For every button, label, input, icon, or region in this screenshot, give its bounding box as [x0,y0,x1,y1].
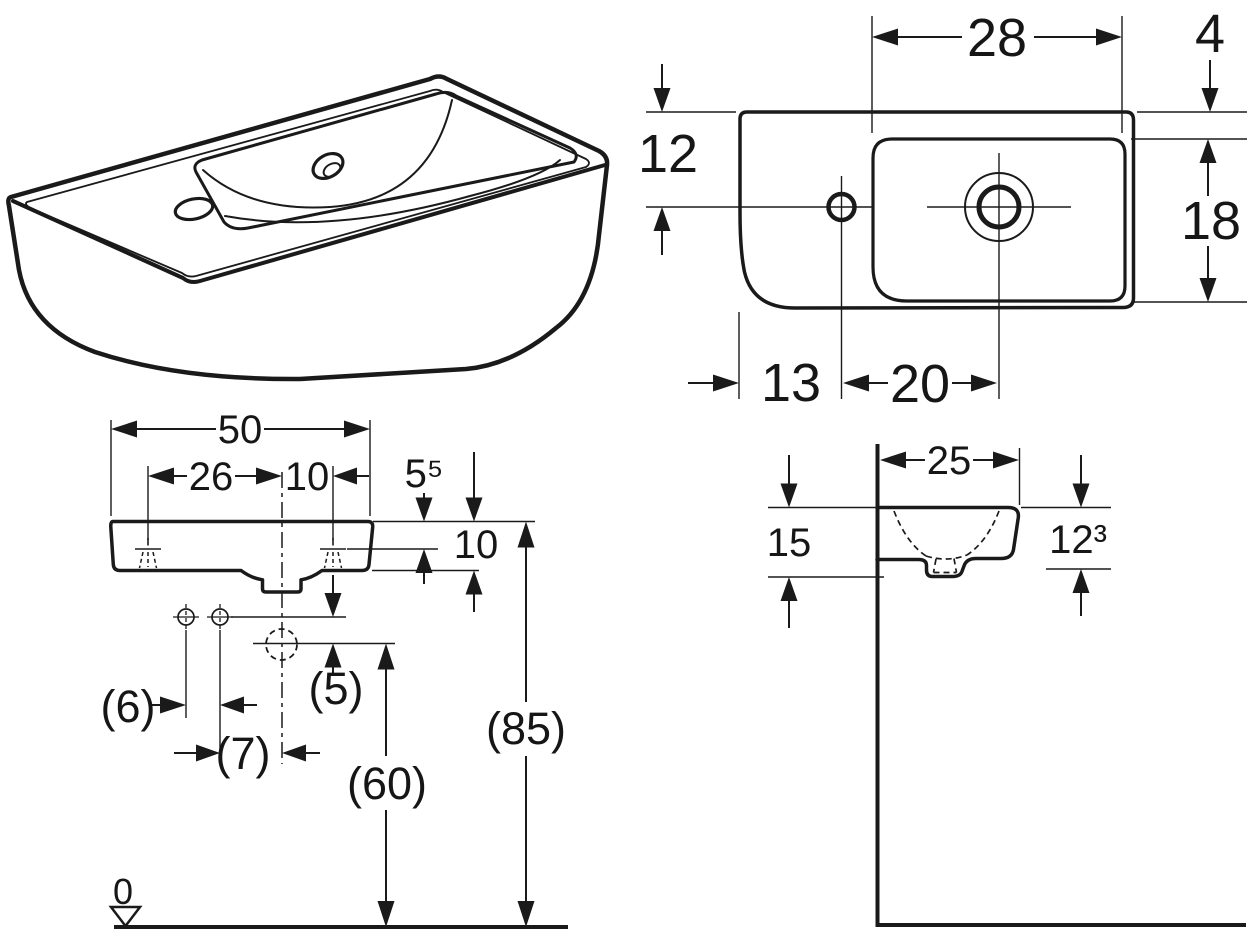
side-view: 25 15 12³ [767,439,1246,927]
tap-hole-symbol [173,196,215,222]
top-tap-hole-symbol [826,176,857,399]
dimension-depth: 25 [880,439,1021,505]
dimension-apron-height: 10 [454,452,499,612]
basin-body-outline [6,74,610,382]
drain-hole-symbol [311,151,345,181]
dimension-rim-to-fixing: 5⁵ [405,452,444,584]
top-basin-outline [738,110,1136,310]
top-bowl-outline [871,137,1127,303]
floor-level-triangle-icon [108,905,143,929]
perspective-view [6,74,610,382]
dim-label-supply-to-centre: (7) [216,728,271,779]
dimension-fixing-holes: 26 10 [147,455,369,540]
dimension-tap-to-drain: 20 [843,354,997,414]
dim-label-overall-width: 50 [218,408,263,452]
dim-label-fixing-hole-spacing: 26 [189,455,234,499]
dimension-bowl-depth: 18 [1131,138,1247,303]
dimension-tap-from-left: 13 [688,312,821,413]
front-view: 50 26 10 5⁵ 10 [101,408,568,929]
dimension-front-height: 15 [767,455,884,628]
floor-level-marker: 0 [108,871,143,929]
dimension-bowl-width: 28 [871,8,1123,133]
bowl-front-wall-curve [224,159,561,224]
top-drain-symbol [927,153,1071,399]
dimension-supply-to-centre: (7) [174,728,320,779]
floor-level-label: 0 [113,871,133,912]
fixing-hole-right [320,538,346,569]
dim-label-bowl-width: 28 [967,8,1027,68]
bowl-back-wall-curve [202,99,453,209]
dim-label-rear-edge: 4 [1195,4,1225,64]
dimension-tap-from-rear: 12 [638,64,872,255]
fixing-hole-left [135,538,161,569]
dim-label-tap-from-rear: 12 [638,124,698,184]
dim-label-trap-height: (60) [347,758,427,809]
rim-front-edge [11,163,607,284]
dim-label-tap-to-drain: 20 [890,354,950,414]
trap-symbol [253,628,395,661]
dimension-overall-width: 50 [110,408,371,516]
dimension-trap-height: (60) [347,643,427,927]
dim-label-bowl-depth: 18 [1181,191,1241,251]
dim-label-rim-to-fixing: 5⁵ [405,452,444,496]
rim-inner-line [25,88,590,278]
dim-label-rim-height: (85) [486,703,566,754]
supply-connection-left [173,604,199,718]
dim-label-tap-from-left: 13 [761,353,821,413]
dim-label-supply-spacing: (6) [101,681,156,732]
dim-label-front-edge-height: 12³ [1049,518,1107,562]
bowl-opening-outline [193,90,578,231]
supply-connection-right [207,604,233,764]
dimension-supply-spacing: (6) [101,681,257,732]
dim-label-fixing-hole-to-centre: 10 [285,455,330,499]
dimension-supply-to-trap: (5) [309,575,364,714]
dimension-rim-height: (85) [486,521,566,927]
dimension-front-edge-height: 12³ [1021,455,1111,616]
top-view: 28 4 12 18 [638,4,1247,414]
dim-label-depth: 25 [927,439,972,483]
side-basin-profile [875,505,1021,579]
side-bowl-hidden-lines [893,510,1000,574]
dim-label-front-height: 15 [767,521,812,565]
dimension-rear-edge: 4 [1137,4,1247,113]
dim-label-apron-height: 10 [454,523,499,567]
dim-label-supply-to-trap: (5) [309,663,364,714]
front-basin-outline [109,519,375,594]
